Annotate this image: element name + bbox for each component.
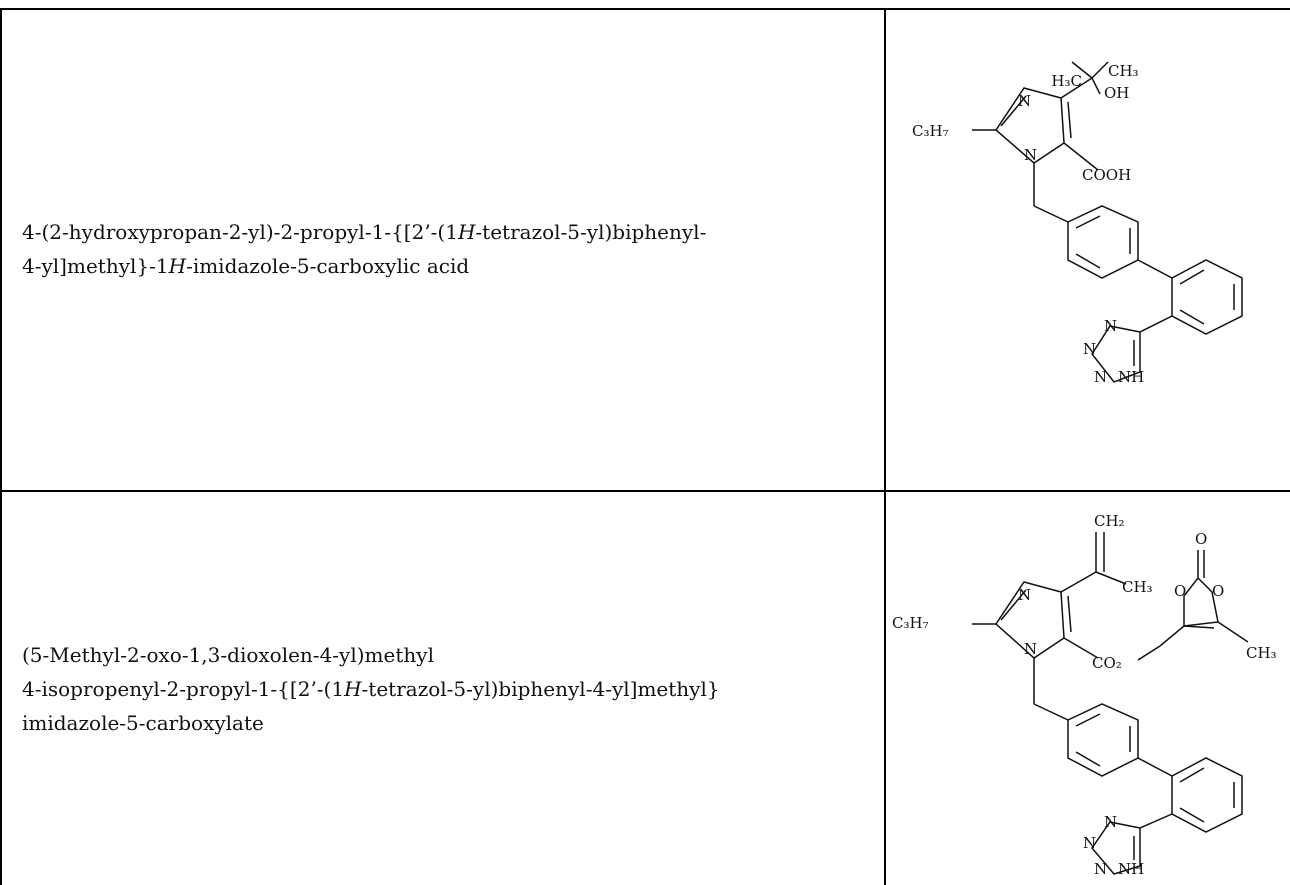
label-c3h7: C₃H₇ (892, 614, 929, 632)
name-italic-h: H (457, 220, 476, 244)
label-tet-nh: NH (1118, 860, 1144, 878)
compound-name-2: (5-Methyl-2-oxo-1,3-dioxolen-4-yl)methyl… (22, 638, 862, 740)
table-row-divider (0, 490, 1290, 492)
structure-1: H₃C CH₃ N OH C₃H₇ N COOH N N N NH (912, 61, 1243, 386)
label-n-top: N (1018, 92, 1031, 110)
label-ch3: CH₃ (1108, 62, 1139, 80)
label-cooh: COOH (1082, 166, 1131, 184)
name-italic-h: H (344, 677, 362, 701)
table-column-divider (884, 8, 886, 885)
compound-name-2-line-3: imidazole-5-carboxylate (22, 711, 264, 735)
label-tet-n1: N (1104, 317, 1117, 335)
compound-name-1: 4-(2-hydroxypropan-2-yl)-2-propyl-1-{[2’… (22, 215, 862, 283)
label-ch2: CH₂ (1094, 512, 1125, 530)
table-border-top (0, 8, 1290, 10)
label-tet-n2: N (1083, 834, 1096, 852)
name-italic-h: H (168, 254, 187, 278)
label-o-carbonyl: O (1195, 530, 1207, 548)
label-tet-n2: N (1083, 340, 1096, 358)
dioxolone-ring (1183, 576, 1219, 627)
label-tet-n3: N (1094, 860, 1107, 878)
label-o-right: O (1212, 582, 1224, 600)
label-ch3-ring: CH₃ (1246, 644, 1277, 662)
ring-double-bond (1067, 101, 1072, 139)
label-tet-nh: NH (1118, 368, 1144, 386)
name-text: -tetrazol-5-yl)biphenyl- (475, 220, 707, 244)
label-ch3-iso: CH₃ (1122, 578, 1153, 596)
imidazole-ring (995, 87, 1065, 164)
label-tet-n3: N (1094, 368, 1107, 386)
name-text: 4-(2-hydroxypropan-2-yl)-2-propyl-1-{[2’… (22, 220, 458, 244)
label-oh: OH (1104, 84, 1129, 102)
compound-name-1-line-2: 4-yl]methyl}-1H-imidazole-5-carboxylic a… (22, 249, 862, 283)
imidazole-ring (995, 581, 1065, 659)
compound-name-1-line-1: 4-(2-hydroxypropan-2-yl)-2-propyl-1-{[2’… (22, 215, 862, 249)
label-n-ring: N (1024, 640, 1037, 658)
label-o-left: O (1174, 582, 1186, 600)
label-c3h7: C₃H₇ (912, 122, 949, 140)
compound-name-2-line-2: 4-isopropenyl-2-propyl-1-{[2’-(1H-tetraz… (22, 672, 862, 706)
label-n-ring: N (1024, 146, 1037, 164)
name-text: -tetrazol-5-yl)biphenyl-4-yl]methyl} (361, 677, 720, 701)
label-h3c: H₃C (1051, 72, 1082, 90)
name-text: 4-yl]methyl}-1 (22, 254, 169, 278)
structure-2: CH₂ CH₃ N C₃H₇ N CO₂ O O O CH₃ N N N NH (892, 512, 1277, 878)
label-co2: CO₂ (1092, 654, 1122, 672)
name-text: 4-isopropenyl-2-propyl-1-{[2’-(1 (22, 677, 345, 701)
compound-name-2-line-1: (5-Methyl-2-oxo-1,3-dioxolen-4-yl)methyl (22, 643, 434, 667)
table-border-left (0, 8, 2, 885)
ring-double-bond (1000, 95, 1027, 127)
name-text: -imidazole-5-carboxylic acid (186, 254, 470, 278)
label-tet-n1: N (1104, 813, 1117, 831)
label-n-top: N (1018, 586, 1031, 604)
